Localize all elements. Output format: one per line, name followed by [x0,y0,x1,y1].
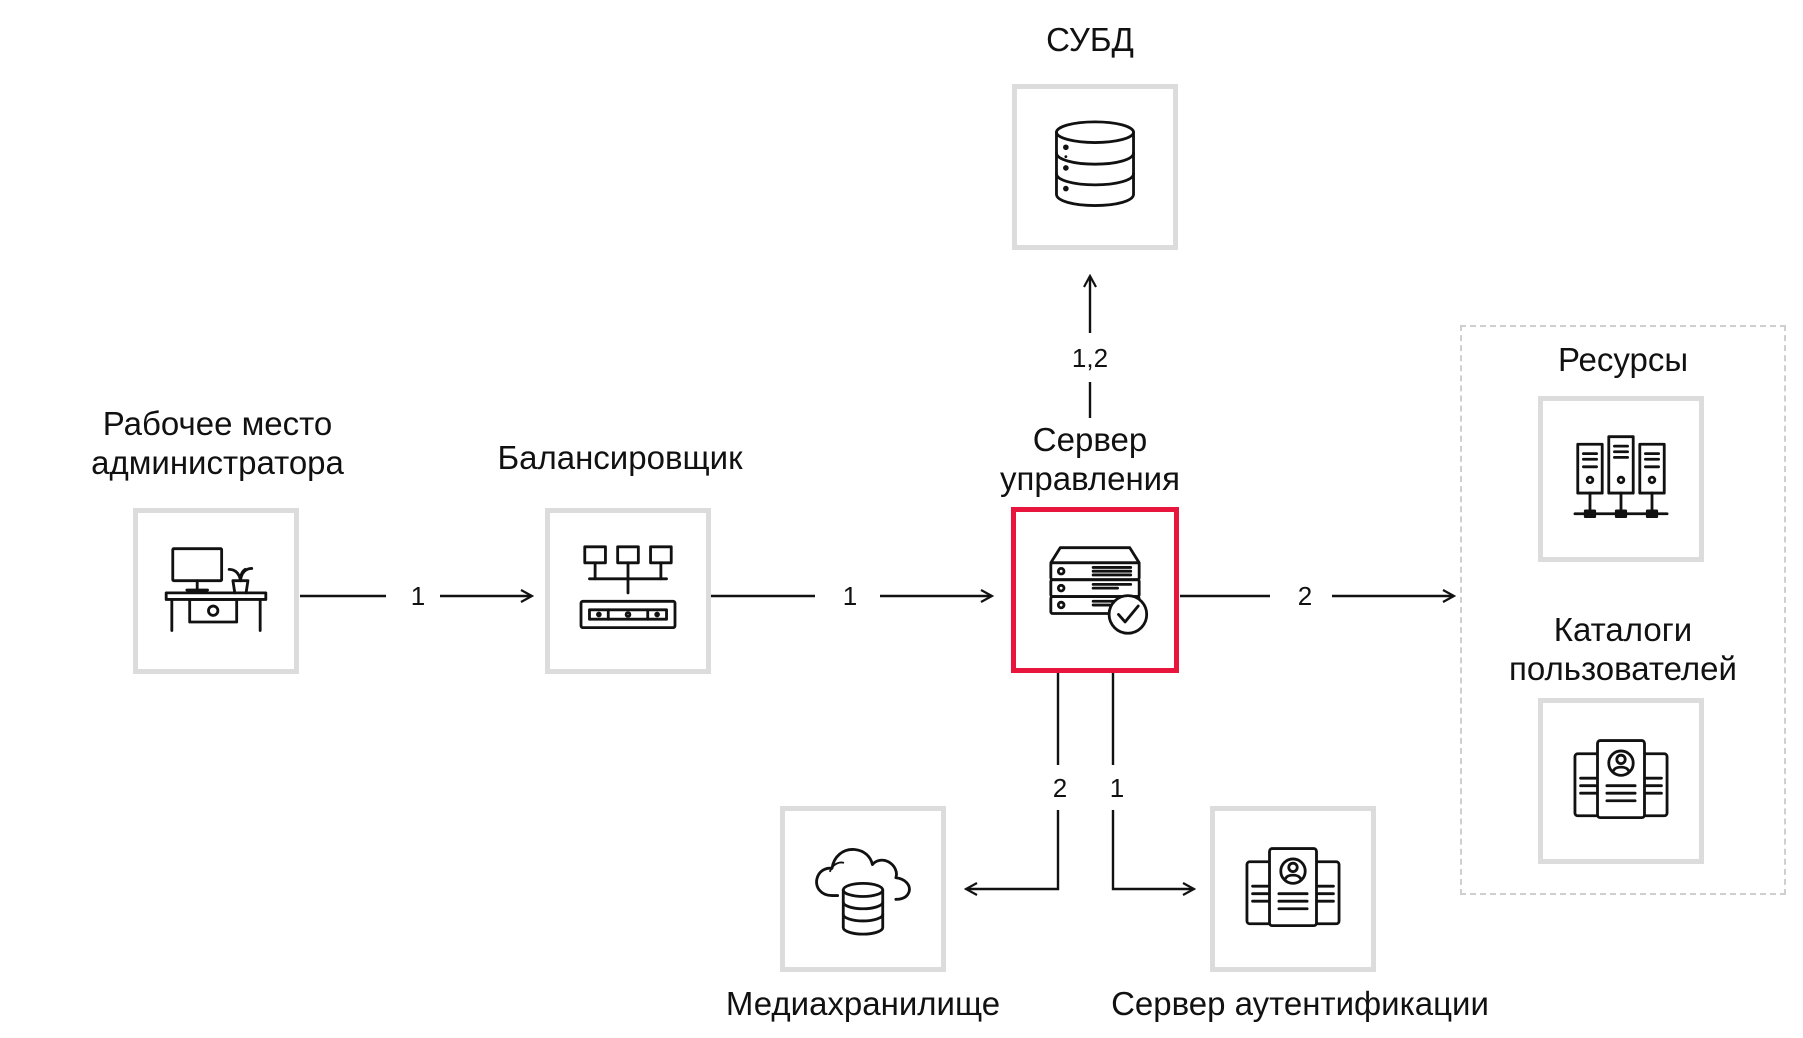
user-catalogs-label-line1: Каталоги [1553,611,1693,648]
edge-server-to-media-arrow [966,810,1060,889]
admin-workstation-label-line1: Рабочее место [102,405,333,442]
media-storage-node[interactable] [780,806,946,972]
management-server-node[interactable] [1011,507,1179,673]
media-storage-label: Медиахранилище [725,985,1001,1022]
admin-workstation-node[interactable] [133,508,299,674]
edge-label-server-to-media: 2 [1042,773,1078,803]
dbms-node[interactable] [1012,84,1178,250]
dbms-label: СУБД [1046,21,1134,58]
edge-server-to-auth-arrow [1111,810,1194,889]
user-catalogs-node[interactable] [1538,698,1704,864]
management-server-label: Сервер управления [950,420,1230,498]
server-cluster-icon [1573,435,1669,518]
edge-label-server-to-auth: 1 [1099,773,1135,803]
cloud-database-icon [815,848,911,936]
edge-label-server-to-dbms: 1,2 [1058,343,1122,373]
database-icon [1055,120,1135,207]
balancer-node[interactable] [545,508,711,674]
auth-server-label: Сервер аутентификации [1111,985,1489,1022]
auth-server-node[interactable] [1210,806,1376,972]
edge-label-admin-to-balancer: 1 [400,581,436,611]
user-catalogs-label-line2: пользователей [1509,650,1737,687]
balancer-label: Балансировщик [497,439,743,476]
management-server-label-line1: Сервер [1032,421,1148,458]
admin-workstation-label: Рабочее место администратора [60,404,375,482]
resources-label: Ресурсы [1557,341,1689,378]
edge-label-server-to-resources: 2 [1287,581,1323,611]
edge-label-balancer-to-server: 1 [832,581,868,611]
external-systems-group [1460,325,1786,895]
resources-node[interactable] [1538,396,1704,562]
admin-workstation-label-line2: администратора [91,444,344,481]
desk-computer-icon [164,547,268,632]
load-balancer-icon [579,545,677,630]
management-server-label-line2: управления [1000,460,1180,497]
user-cards-icon [1245,847,1341,928]
user-catalogs-label: Каталоги пользователей [1483,610,1763,688]
user-cards-icon [1573,739,1669,820]
server-check-icon [1049,546,1149,635]
